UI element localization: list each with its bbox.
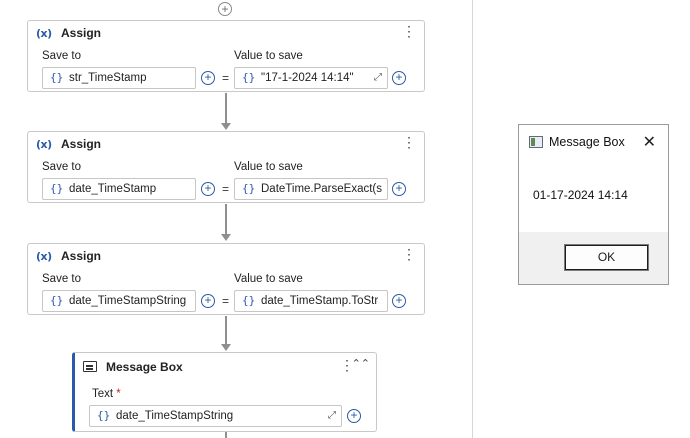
more-options-icon[interactable]: ⋮ — [402, 134, 416, 150]
connector-line — [225, 432, 227, 438]
expand-editor-icon[interactable]: ⤢ — [374, 72, 382, 83]
dialog-footer: OK — [519, 232, 668, 284]
save-to-value: date_TimeStamp — [69, 183, 157, 195]
assign-title: Assign — [61, 137, 102, 151]
connector-line — [225, 316, 227, 344]
value-text: "17-1-2024 14:14" — [261, 72, 354, 84]
connector-arrow — [221, 344, 231, 351]
text-field[interactable]: {} date_TimeStampString — [89, 405, 342, 427]
workflow-designer: + (x) Assign ⋮ Save to Value to save {} … — [27, 2, 425, 438]
assign-icon: (x) — [36, 27, 52, 40]
assign-header: (x) Assign ⋮ — [28, 21, 424, 46]
equals-sign: = — [222, 294, 230, 308]
more-options-icon[interactable]: ⋮ — [402, 23, 416, 39]
add-variable-icon[interactable]: + — [201, 182, 215, 196]
equals-sign: = — [222, 71, 230, 85]
value-text: date_TimeStamp.ToStr — [261, 295, 379, 307]
message-box-icon — [83, 361, 97, 372]
save-to-label: Save to — [42, 273, 81, 285]
text-value: date_TimeStampString — [116, 410, 234, 422]
dialog-titlebar[interactable]: Message Box ✕ — [519, 125, 668, 158]
value-field[interactable]: {} DateTime.ParseExact(s — [234, 178, 388, 200]
window-icon — [529, 136, 543, 148]
message-box-dialog: Message Box ✕ 01-17-2024 14:14 OK — [518, 124, 669, 285]
assign-activity-1[interactable]: (x) Assign ⋮ Save to Value to save {} st… — [27, 20, 425, 92]
dialog-title: Message Box — [549, 135, 625, 149]
value-text: DateTime.ParseExact(s — [261, 183, 382, 195]
value-field[interactable]: {} "17-1-2024 14:14" — [234, 67, 388, 89]
value-to-save-label: Value to save — [234, 273, 303, 285]
message-box-title: Message Box — [106, 360, 183, 374]
assign-header: (x) Assign ⋮ — [28, 244, 424, 269]
add-value-icon[interactable]: + — [347, 409, 361, 423]
expression-icon: {} — [242, 294, 256, 307]
equals-sign: = — [222, 182, 230, 196]
text-label: Text * — [92, 388, 121, 400]
more-options-icon[interactable]: ⋮ — [340, 357, 354, 373]
expression-icon: {} — [242, 71, 256, 84]
save-to-label: Save to — [42, 50, 81, 62]
add-variable-icon[interactable]: + — [201, 294, 215, 308]
expression-icon: {} — [50, 294, 64, 307]
assign-title: Assign — [61, 249, 102, 263]
assign-title: Assign — [61, 26, 102, 40]
expression-icon: {} — [50, 182, 64, 195]
save-to-label: Save to — [42, 161, 81, 173]
assign-icon: (x) — [36, 250, 52, 263]
required-marker: * — [116, 388, 121, 400]
message-box-activity[interactable]: Message Box ⋮ ⌃⌃ Text * {} date_TimeStam… — [72, 352, 377, 432]
assign-activity-3[interactable]: (x) Assign ⋮ Save to Value to save {} da… — [27, 243, 425, 315]
save-to-value: str_TimeStamp — [69, 72, 147, 84]
value-to-save-label: Value to save — [234, 161, 303, 173]
assign-activity-2[interactable]: (x) Assign ⋮ Save to Value to save {} da… — [27, 131, 425, 203]
save-to-field[interactable]: {} date_TimeStamp — [42, 178, 196, 200]
panel-divider — [472, 0, 473, 438]
more-options-icon[interactable]: ⋮ — [402, 246, 416, 262]
expression-icon: {} — [97, 409, 111, 422]
assign-icon: (x) — [36, 138, 52, 151]
text-label-text: Text — [92, 388, 114, 400]
add-value-icon[interactable]: + — [392, 71, 406, 85]
connector-arrow — [221, 234, 231, 241]
save-to-field[interactable]: {} str_TimeStamp — [42, 67, 196, 89]
add-value-icon[interactable]: + — [392, 182, 406, 196]
value-field[interactable]: {} date_TimeStamp.ToStr — [234, 290, 388, 312]
ok-button[interactable]: OK — [564, 244, 649, 271]
assign-header: (x) Assign ⋮ — [28, 132, 424, 157]
value-to-save-label: Value to save — [234, 50, 303, 62]
collapse-icon[interactable]: ⌃⌃ — [351, 357, 370, 370]
save-to-value: date_TimeStampString — [69, 295, 187, 307]
connector-arrow — [221, 123, 231, 130]
expression-icon: {} — [50, 71, 64, 84]
connector-line — [225, 204, 227, 234]
close-icon[interactable]: ✕ — [642, 132, 656, 151]
add-activity-icon[interactable]: + — [218, 2, 232, 16]
expression-icon: {} — [242, 182, 256, 195]
expand-editor-icon[interactable]: ⤢ — [328, 410, 336, 421]
add-variable-icon[interactable]: + — [201, 71, 215, 85]
connector-line — [225, 93, 227, 123]
dialog-message: 01-17-2024 14:14 — [533, 188, 628, 202]
add-value-icon[interactable]: + — [392, 294, 406, 308]
save-to-field[interactable]: {} date_TimeStampString — [42, 290, 196, 312]
